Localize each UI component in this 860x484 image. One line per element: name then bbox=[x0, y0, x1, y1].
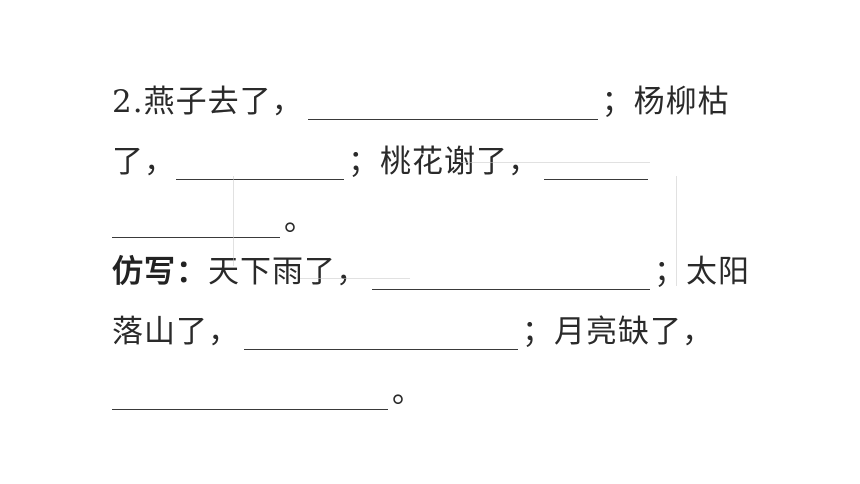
answer-blank-5[interactable] bbox=[244, 310, 518, 350]
question-number: 2. bbox=[112, 84, 144, 120]
exercise-line-1: 2. 燕子去了， ；杨柳枯 bbox=[112, 70, 730, 122]
answer-blank-2[interactable] bbox=[176, 140, 344, 180]
prompt-willows-cont: 了， bbox=[112, 144, 176, 180]
exercise-line-3: 。 bbox=[112, 188, 316, 240]
exercise-line-2: 了， ；桃花谢了， bbox=[112, 130, 648, 182]
prompt-swallows: 燕子去了， bbox=[143, 84, 304, 120]
prompt-sun: ；太阳 bbox=[654, 254, 750, 290]
scan-artifact-line bbox=[676, 176, 677, 286]
answer-blank-3-start[interactable] bbox=[544, 140, 648, 180]
imitation-line-1: 仿写： 天下雨了， ；太阳 bbox=[112, 240, 750, 292]
answer-blank-1[interactable] bbox=[307, 80, 598, 120]
answer-blank-3-end[interactable] bbox=[112, 198, 280, 238]
answer-blank-6[interactable] bbox=[112, 370, 388, 410]
period-mark-2: 。 bbox=[392, 374, 424, 410]
scan-artifact-line bbox=[300, 278, 410, 279]
prompt-moon: ；月亮缺了， bbox=[522, 314, 714, 350]
imitation-label: 仿写： bbox=[112, 254, 208, 290]
scan-artifact-line bbox=[460, 162, 650, 163]
prompt-willows: ；杨柳枯 bbox=[601, 84, 730, 120]
period-mark: 。 bbox=[284, 202, 316, 238]
scan-artifact-line bbox=[233, 176, 234, 266]
prompt-sunset: 落山了， bbox=[112, 314, 240, 350]
imitation-line-3: 。 bbox=[112, 360, 424, 412]
prompt-rain: 天下雨了， bbox=[208, 254, 368, 290]
answer-blank-4[interactable] bbox=[372, 250, 650, 290]
imitation-line-2: 落山了， ；月亮缺了， bbox=[112, 300, 714, 352]
